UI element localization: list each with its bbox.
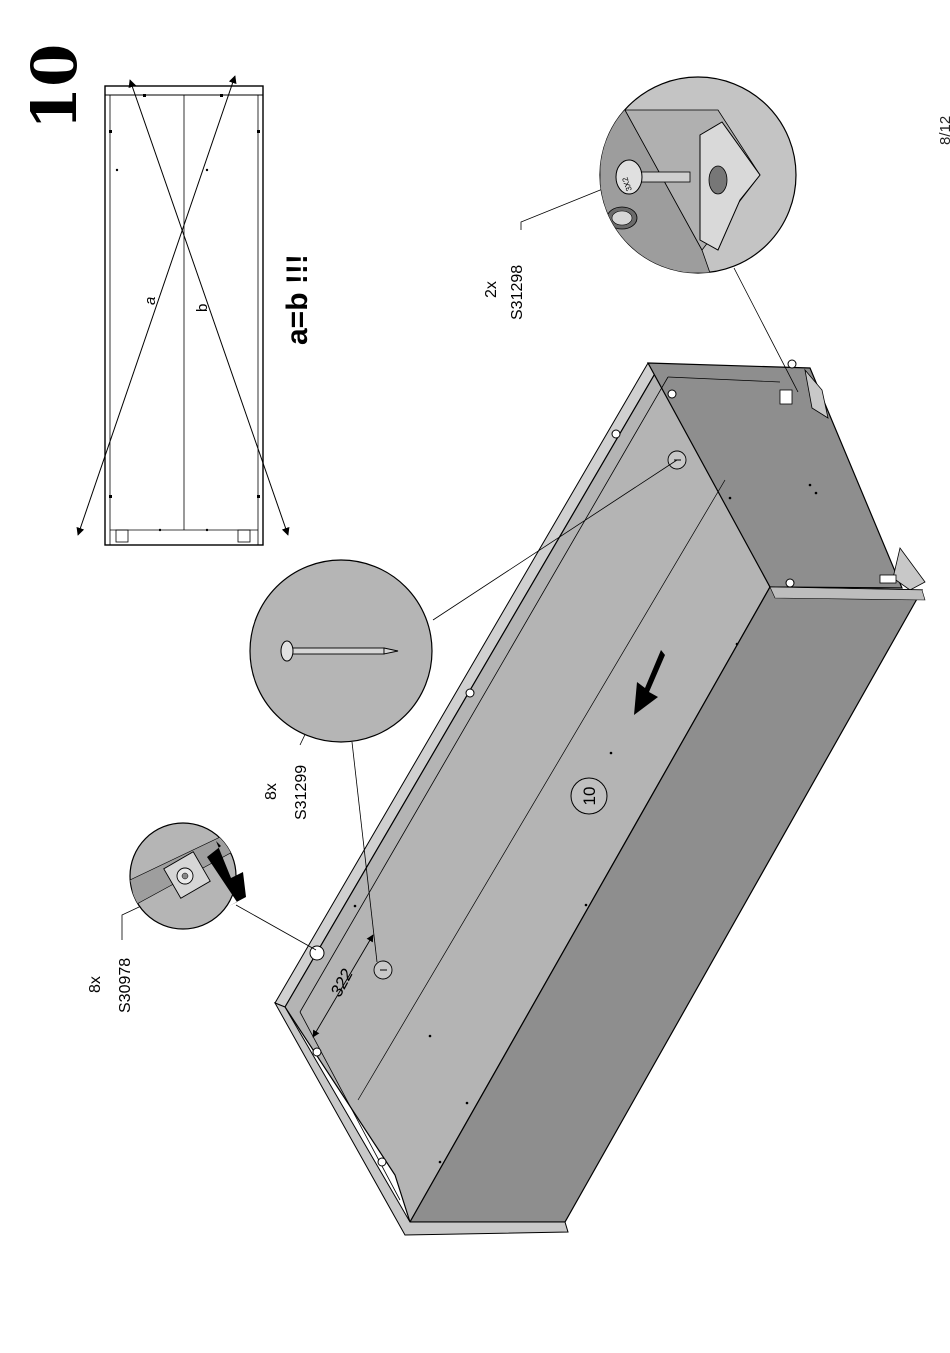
diagonal-a-label: a bbox=[142, 297, 159, 305]
nail-code: S31299 bbox=[293, 765, 310, 820]
screw-bracket-inset: 3X2 bbox=[600, 77, 796, 273]
screw-bracket-qty: 2x bbox=[483, 281, 500, 298]
page-indicator: 8/12 bbox=[937, 116, 950, 145]
diagonal-equality-note: a=b !!! bbox=[281, 254, 314, 345]
nail-inset bbox=[250, 560, 432, 742]
step-number: 10 bbox=[18, 44, 91, 130]
fitting-inset bbox=[130, 823, 246, 929]
fitting-qty: 8x bbox=[87, 976, 104, 993]
nail-qty: 8x bbox=[263, 783, 280, 800]
diagonal-check-drawing: a b bbox=[78, 76, 288, 545]
diagonal-b-label: b bbox=[194, 304, 211, 312]
cabinet-assembly: 10 322 bbox=[275, 360, 925, 1235]
screw-bracket-code: S31298 bbox=[509, 265, 526, 320]
panel-label: 10 bbox=[580, 787, 599, 806]
fitting-code: S30978 bbox=[117, 958, 134, 1013]
